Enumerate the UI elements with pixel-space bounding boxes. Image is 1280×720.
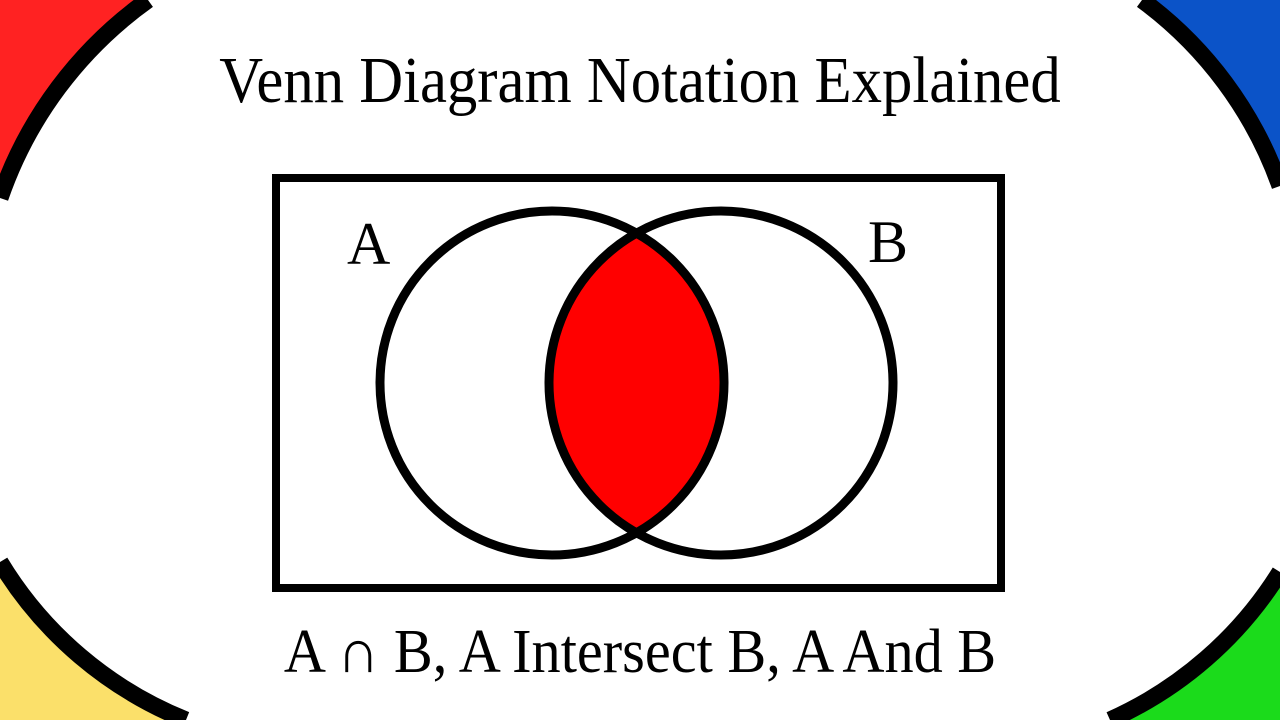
set-circle-b (544, 206, 898, 560)
set-label-b: B (868, 209, 909, 275)
set-label-a: A (347, 211, 391, 277)
universal-set-rectangle (272, 174, 1005, 592)
page-title: Venn Diagram Notation Explained (219, 44, 1061, 117)
notation-caption: A ∩ B, A Intersect B, A And B (283, 618, 997, 686)
set-circle-a (375, 206, 729, 560)
